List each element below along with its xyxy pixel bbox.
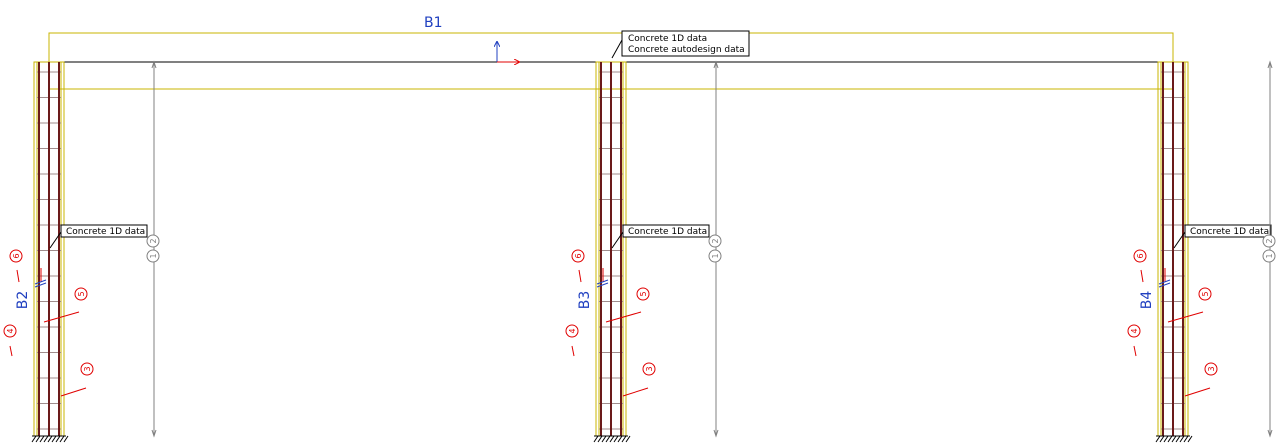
dimension-marker — [708, 249, 722, 263]
beam-tag-line2: Concrete autodesign data — [628, 45, 745, 55]
marker-5[interactable]: 5 — [43, 287, 88, 323]
fixed-support-icon — [1155, 435, 1193, 443]
dimension-marker — [146, 234, 160, 248]
dimension-marker — [1262, 249, 1276, 263]
marker-6[interactable]: 6 — [1133, 249, 1147, 283]
column-tag-text: Concrete 1D data — [1190, 227, 1269, 237]
marker-6[interactable]: 6 — [9, 249, 23, 283]
beam-outline-top — [48, 32, 1174, 62]
marker-4[interactable]: 4 — [565, 324, 579, 357]
svg-text:3: 3 — [83, 366, 92, 371]
marker-6[interactable]: 6 — [571, 249, 585, 283]
svg-text:1: 1 — [149, 253, 158, 258]
marker-4[interactable]: 4 — [1127, 324, 1141, 357]
dimension-marker — [708, 234, 722, 248]
column-label: B2 — [15, 291, 31, 310]
svg-text:6: 6 — [574, 253, 583, 258]
dimension-line: 12 — [146, 60, 160, 438]
svg-text:2: 2 — [1265, 238, 1274, 243]
column-label: B4 — [1139, 291, 1155, 310]
column-tag-text: Concrete 1D data — [628, 227, 707, 237]
svg-text:3: 3 — [645, 366, 654, 371]
column-local-axes-icon — [596, 268, 609, 288]
svg-text:4: 4 — [1130, 328, 1139, 333]
fixed-support-icon — [593, 435, 631, 443]
dimension-marker — [146, 249, 160, 263]
svg-text:2: 2 — [711, 238, 720, 243]
column-tag-text: Concrete 1D data — [66, 227, 145, 237]
svg-text:1: 1 — [1265, 253, 1274, 258]
beam-local-axes-icon — [497, 42, 519, 62]
marker-3[interactable]: 3 — [1184, 362, 1218, 397]
column-data-tag[interactable]: Concrete 1D data — [1173, 224, 1272, 249]
dimension-line: 12 — [1262, 60, 1276, 438]
marker-4[interactable]: 4 — [3, 324, 17, 357]
marker-5[interactable]: 5 — [1167, 287, 1212, 323]
beam-data-tag[interactable]: Concrete 1D data Concrete autodesign dat… — [611, 30, 750, 59]
svg-text:4: 4 — [568, 328, 577, 333]
beam-label: B1 — [424, 15, 443, 31]
svg-text:6: 6 — [12, 253, 21, 258]
svg-text:5: 5 — [639, 291, 648, 296]
column-data-tag[interactable]: Concrete 1D data — [49, 224, 148, 249]
fixed-support-icon — [31, 435, 69, 443]
svg-text:2: 2 — [149, 238, 158, 243]
marker-5[interactable]: 5 — [605, 287, 650, 323]
dimension-line: 12 — [708, 60, 722, 438]
marker-3[interactable]: 3 — [622, 362, 656, 397]
svg-text:1: 1 — [711, 253, 720, 258]
svg-text:5: 5 — [77, 291, 86, 296]
column-label: B3 — [577, 291, 593, 310]
svg-text:5: 5 — [1201, 291, 1210, 296]
beam-tag-line1: Concrete 1D data — [628, 34, 707, 44]
dimension-marker — [1262, 234, 1276, 248]
svg-text:3: 3 — [1207, 366, 1216, 371]
svg-text:6: 6 — [1136, 253, 1145, 258]
column-local-axes-icon — [34, 268, 47, 288]
svg-text:4: 4 — [6, 328, 15, 333]
marker-3[interactable]: 3 — [60, 362, 94, 397]
column-data-tag[interactable]: Concrete 1D data — [611, 224, 710, 249]
column-local-axes-icon — [1158, 268, 1171, 288]
